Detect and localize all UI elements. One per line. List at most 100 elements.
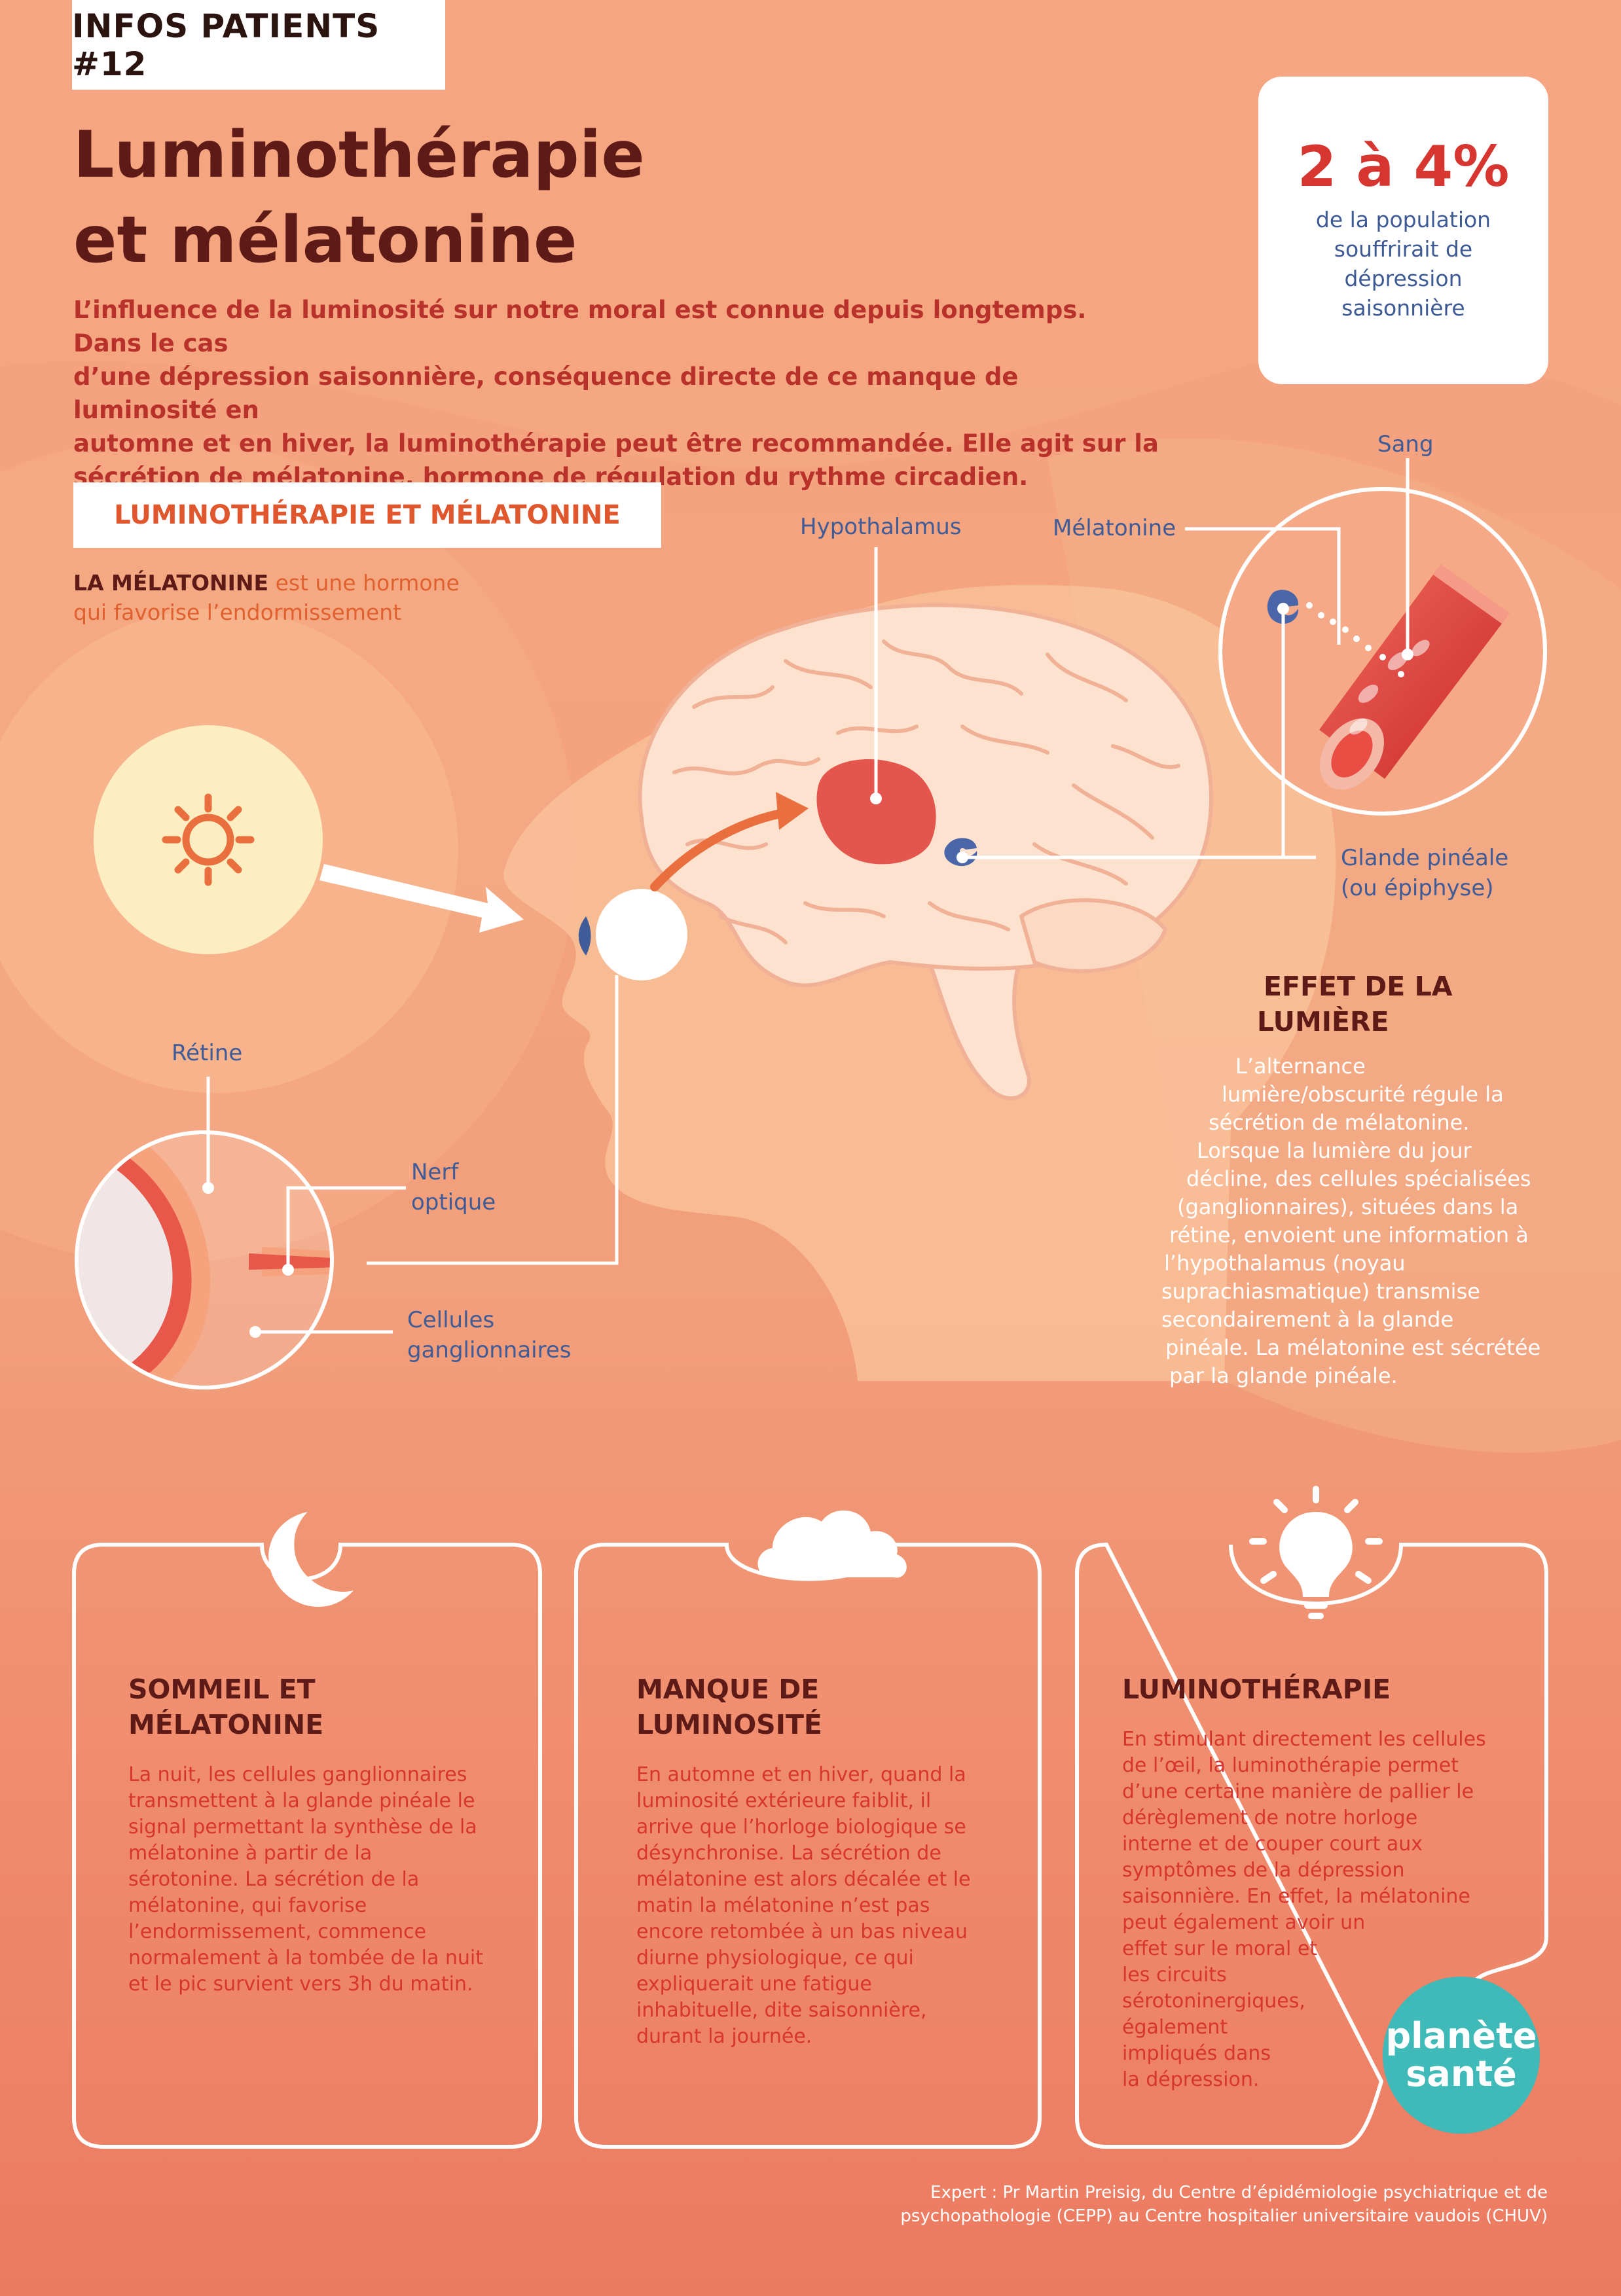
card-body-line: de l’œil, la luminothérapie permet — [1122, 1754, 1459, 1777]
effect-title-line1: EFFET DE LA — [1264, 971, 1453, 1002]
card-body-line: interne et de couper court aux — [1122, 1833, 1423, 1856]
effect-line: suprachiasmatique) transmise — [1161, 1279, 1480, 1304]
credit-line2: psychopathologie (CEPP) au Centre hospit… — [900, 2206, 1548, 2226]
effect-line: l’hypothalamus (noyau — [1164, 1251, 1406, 1276]
hypothalamus-shape — [816, 759, 936, 865]
card-title-line: SOMMEIL ET — [128, 1674, 316, 1705]
brain-stem — [926, 953, 1031, 1101]
stat-card: 2 à 4% de la population souffrirait de d… — [1258, 77, 1548, 384]
card-outlines — [72, 1542, 1548, 2149]
label-glande-line1: Glande pinéale — [1341, 845, 1509, 871]
card-body-line: également — [1122, 2016, 1228, 2039]
effect-line: rétine, envoient une information à — [1169, 1223, 1529, 1247]
background-blob-upper — [0, 0, 1621, 469]
card-body: La nuit, les cellules ganglionnaires tra… — [128, 1762, 521, 1998]
card-body-line: les circuits — [1122, 1964, 1227, 1986]
signal-arrow — [650, 807, 797, 891]
card-body: En stimulant directement les cellules de… — [1122, 1727, 1515, 2093]
card-body-line: mélatonine à partir de la — [128, 1842, 373, 1865]
signal-arrow-head — [776, 792, 809, 830]
effect-line: par la glande pinéale. — [1169, 1363, 1398, 1388]
melatonin-note: LA MÉLATONINE est une hormone qui favori… — [73, 568, 532, 627]
stat-value: 2 à 4% — [1297, 134, 1510, 200]
card-body-line: transmettent à la glande pinéale le — [128, 1789, 475, 1812]
stat-desc-line: souffrirait de — [1334, 236, 1473, 262]
retina-detail — [75, 1130, 334, 1390]
melatonin-note-line2: qui favorise l’endormissement — [73, 600, 402, 625]
title-line-1: Luminothérapie — [73, 118, 645, 192]
intro-text: L’influence de la luminosité sur notre m… — [73, 293, 1160, 493]
card-body-line: En automne et en hiver, quand la — [636, 1763, 966, 1786]
label-cellules-line1: Cellules — [407, 1307, 495, 1333]
card-body-line: La nuit, les cellules ganglionnaires — [128, 1763, 467, 1786]
card-body-line: matin la mélatonine n’est pas — [636, 1894, 930, 1917]
sun-core — [182, 814, 234, 866]
light-arrow — [319, 864, 524, 933]
effect-line: pinéale. La mélatonine est sécrétée — [1165, 1335, 1541, 1360]
card-body-line: l’endormissement, commence — [128, 1920, 427, 1943]
card-body-line: encore retombée à un bas niveau — [636, 1920, 968, 1943]
series-tag: INFOS PATIENTS #12 — [72, 0, 445, 90]
blood-vessel-detail — [1218, 487, 1547, 816]
label-nerf-line2: optique — [411, 1189, 496, 1215]
card-body-line: symptômes de la dépression — [1122, 1859, 1405, 1882]
card-body-line: En stimulant directement les cellules — [1122, 1728, 1486, 1751]
card-title-line: MÉLATONINE — [128, 1709, 324, 1740]
card-body-line: peut également avoir un — [1122, 1911, 1366, 1934]
stat-desc-line: de la population — [1315, 207, 1491, 232]
label-cellules-line2: ganglionnaires — [407, 1337, 572, 1363]
card-body-line: luminosité extérieure faiblit, il — [636, 1789, 932, 1812]
card-body-line: normalement à la tombée de la nuit — [128, 1946, 483, 1969]
effect-line: Lorsque la lumière du jour — [1197, 1138, 1472, 1163]
label-nerf-optique: Nerf optique — [411, 1157, 496, 1217]
effect-line: sécrétion de mélatonine. — [1209, 1110, 1470, 1135]
leader-dots — [202, 603, 1413, 1338]
effect-line: décline, des cellules spécialisées — [1186, 1166, 1531, 1191]
label-cellules-ganglionnaires: Cellules ganglionnaires — [407, 1305, 571, 1365]
card-body-line: arrive que l’horloge biologique se — [636, 1816, 966, 1839]
effect-title-line2: LUMIÈRE — [1257, 1006, 1389, 1037]
card-body-line: la dépression. — [1122, 2068, 1260, 2091]
card-body-line: sérotonine. La sécrétion de la — [128, 1868, 420, 1891]
card-body-line: dérèglement de notre horloge — [1122, 1806, 1418, 1829]
card-title: SOMMEIL ET MÉLATONINE — [128, 1672, 521, 1742]
brain-folds — [672, 639, 1180, 944]
card-body-line: durant la journée. — [636, 2025, 812, 2048]
intro-line: d’une dépression saisonnière, conséquenc… — [73, 363, 1019, 424]
card-body-line: diurne physiologique, ce qui — [636, 1946, 914, 1969]
card-body-line: mélatonine, qui favorise — [128, 1894, 367, 1917]
stat-desc-line: dépression — [1344, 266, 1463, 291]
card-title-line: MANQUE DE — [636, 1674, 820, 1705]
sun-illustration — [94, 725, 323, 954]
card-body-line: saisonnière. En effet, la mélatonine — [1122, 1885, 1470, 1908]
eye-illustration — [578, 889, 687, 980]
effect-line: secondairement à la glande — [1161, 1307, 1454, 1332]
card-body-line: expliquerait une fatigue — [636, 1973, 872, 1996]
card-title-line: LUMINOSITÉ — [636, 1709, 822, 1740]
label-retine: Rétine — [172, 1040, 243, 1066]
leader-lines — [206, 458, 1410, 1334]
planete-sante-logo[interactable]: planète santé — [1383, 1977, 1540, 2134]
card-title: LUMINOTHÉRAPIE — [1122, 1672, 1515, 1707]
section-banner: LUMINOTHÉRAPIE ET MÉLATONINE — [73, 482, 661, 548]
effect-line: (ganglionnaires), situées dans la — [1177, 1194, 1519, 1219]
card-luminotherapie: LUMINOTHÉRAPIE En stimulant directement … — [1122, 1672, 1515, 2093]
melatonin-note-bold: LA MÉLATONINE — [73, 570, 269, 596]
effect-title: EFFET DE LA LUMIÈRE — [1257, 969, 1519, 1039]
card-body: En automne et en hiver, quand la luminos… — [636, 1762, 1029, 2050]
card-body-line: signal permettant la synthèse de la — [128, 1816, 477, 1839]
moon-icon — [268, 1512, 354, 1607]
label-glande-pineale: Glande pinéale (ou épiphyse) — [1341, 843, 1508, 903]
intro-line: automne et en hiver, la luminothérapie p… — [73, 429, 1159, 457]
sun-disc — [94, 725, 323, 954]
stat-description: de la population souffrirait de dépressi… — [1271, 205, 1535, 323]
effect-line: L’alternance — [1235, 1054, 1366, 1079]
card-body-line: et le pic survient vers 3h du matin. — [128, 1973, 473, 1996]
label-nerf-line1: Nerf — [411, 1159, 459, 1185]
intro-line: L’influence de la luminosité sur notre m… — [73, 296, 1087, 357]
logo-line1: planète — [1385, 2015, 1537, 2056]
card-body-line: effet sur le moral et — [1122, 1937, 1318, 1960]
card-body-line: inhabituelle, dite saisonnière, — [636, 1999, 927, 2022]
credit-line1: Expert : Pr Martin Preisig, du Centre d’… — [930, 2183, 1548, 2202]
